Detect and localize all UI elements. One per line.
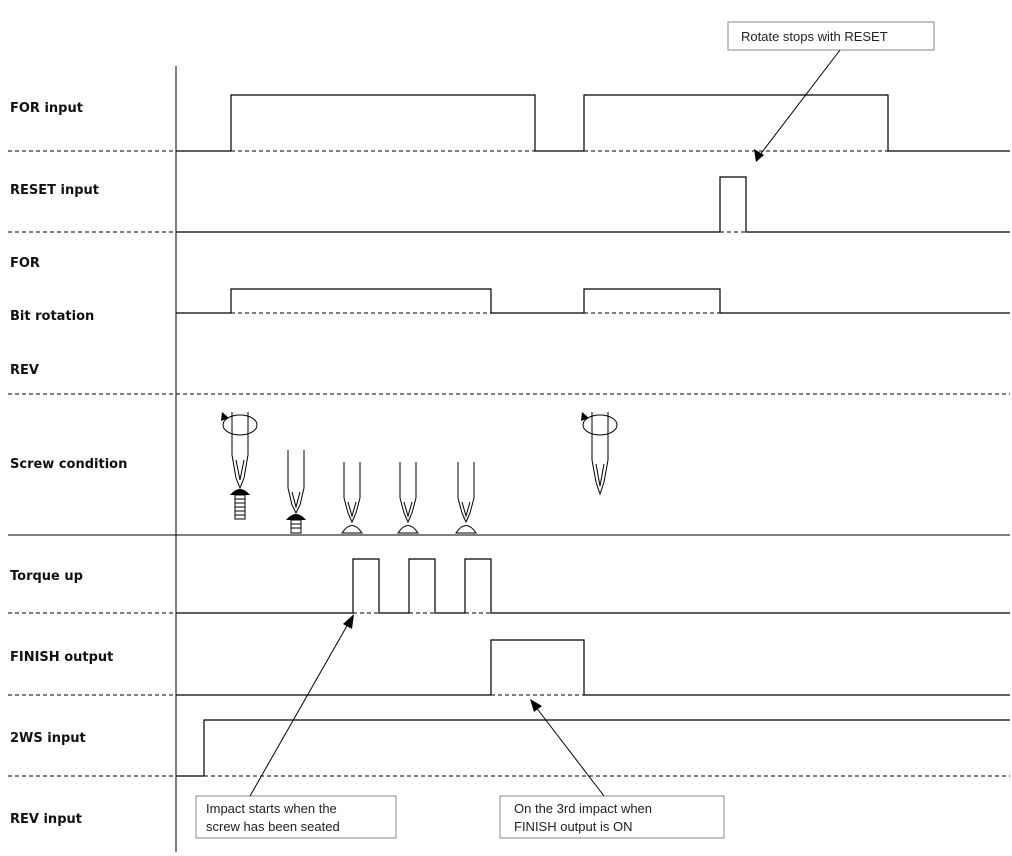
screw-icon	[341, 525, 363, 534]
annotation-rotate-stops: Rotate stops with RESET	[741, 29, 888, 44]
label-bit-rotation: Bit rotation	[10, 309, 94, 324]
label-rev: REV	[10, 363, 39, 378]
label-for-input: FOR input	[10, 101, 83, 116]
label-torque-up: Torque up	[10, 569, 83, 584]
annotation-impact-starts-line2: screw has been seated	[206, 819, 340, 834]
screw-icon	[286, 514, 306, 534]
screw-icon	[230, 489, 250, 520]
arrowhead	[754, 149, 764, 162]
rotation-arrow-icon	[221, 412, 258, 436]
screwdriver-bit-icon	[231, 412, 249, 490]
arrowhead	[343, 614, 354, 629]
label-2ws-input: 2WS input	[10, 731, 86, 746]
annotation-pointer	[531, 701, 605, 797]
bit-rotation-waveform	[176, 288, 1010, 314]
screwdriver-bit-icon	[287, 450, 305, 515]
rotation-arrow-icon	[581, 412, 618, 436]
annotation-pointer	[249, 616, 353, 797]
screwdriver-bit-icon	[591, 412, 609, 496]
reset-input-waveform	[176, 176, 1010, 233]
for-input-waveform	[176, 94, 1010, 152]
label-screw-condition: Screw condition	[10, 457, 127, 472]
label-for: FOR	[10, 256, 40, 271]
annotation-impact-starts-line1: Impact starts when the	[206, 801, 337, 816]
screwdriver-bit-icon	[343, 462, 361, 524]
screw-icon	[397, 525, 419, 534]
finish-output-waveform	[176, 639, 1010, 696]
annotation-third-impact-line2: FINISH output is ON	[514, 819, 632, 834]
label-finish-output: FINISH output	[10, 650, 113, 665]
label-rev-input: REV input	[10, 812, 82, 827]
annotation-third-impact-line1: On the 3rd impact when	[514, 801, 652, 816]
screw-icon	[455, 525, 477, 534]
screwdriver-bit-icon	[457, 462, 475, 524]
annotation-third-impact-box	[499, 795, 725, 839]
torque-up-waveform	[176, 558, 1010, 614]
screwdriver-bit-icon	[399, 462, 417, 524]
arrowhead	[530, 699, 542, 712]
annotation-impact-starts-box	[195, 795, 397, 839]
label-reset-input: RESET input	[10, 183, 99, 198]
annotation-pointer	[755, 49, 841, 161]
annotation-rotate-stops-box	[727, 21, 935, 51]
2ws-input-waveform	[176, 719, 1010, 777]
